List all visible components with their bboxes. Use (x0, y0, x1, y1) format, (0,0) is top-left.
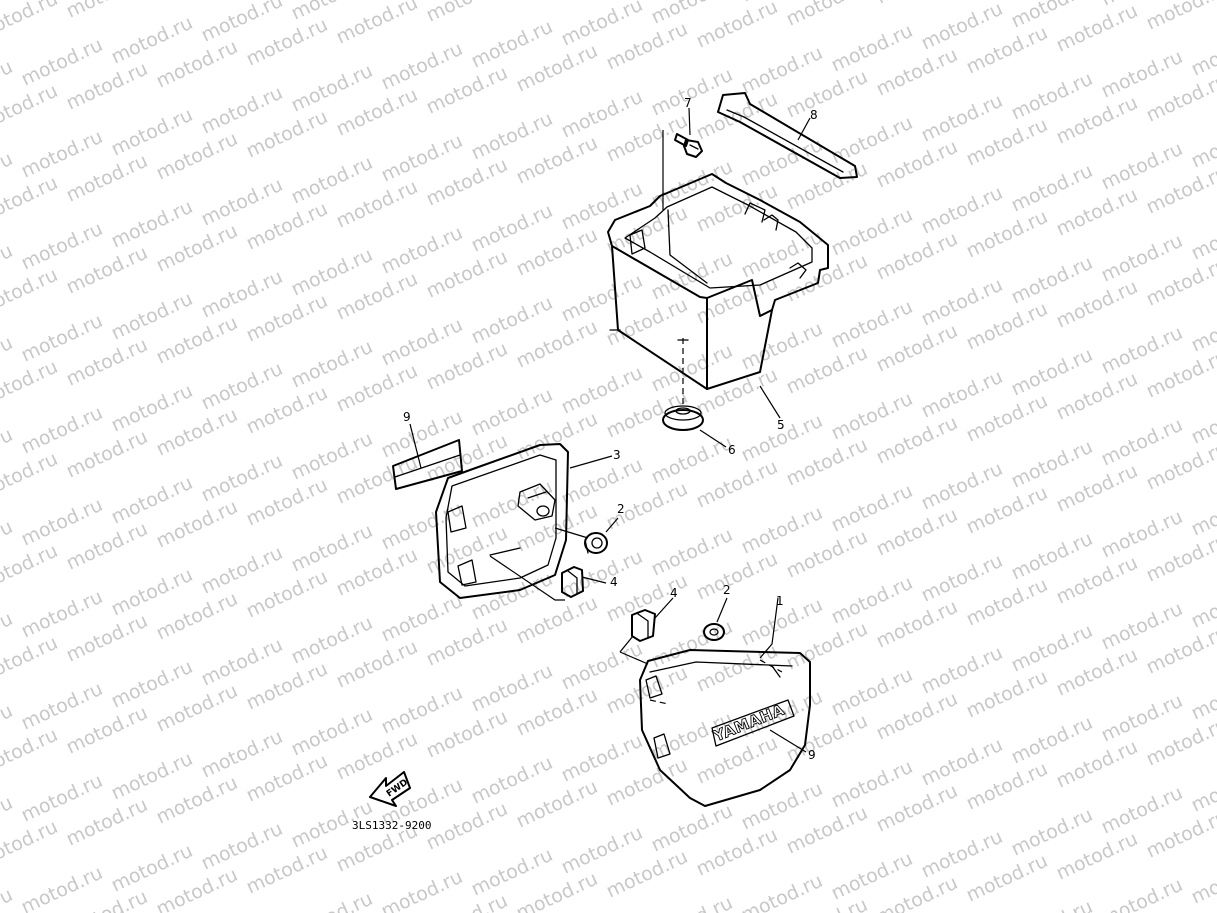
watermark-text: motod.ru (1098, 874, 1186, 913)
callout-lines (409, 107, 811, 753)
watermark-text: motod.ru (783, 0, 871, 31)
callout-2-upper: 2 (617, 502, 625, 516)
watermark-text: motod.ru (288, 888, 376, 913)
watermark-text: motod.ru (0, 0, 61, 45)
callout-2-lower: 2 (723, 583, 731, 597)
watermark-text: motod.ru (1188, 300, 1217, 357)
watermark-text: motod.ru (513, 0, 601, 5)
watermark-text: motod.ru (1188, 24, 1217, 81)
callout-4-upper: 4 (610, 575, 618, 589)
grommet-upper (584, 532, 608, 554)
callout-5: 5 (777, 418, 785, 432)
watermark-text: motod.ru (1188, 392, 1217, 449)
watermark-text: motod.ru (1143, 0, 1217, 35)
watermark-text: motod.ru (1188, 576, 1217, 633)
watermark-text: motod.ru (1008, 896, 1096, 913)
watermark-text: motod.ru (1188, 852, 1217, 909)
watermark-text: motod.ru (1188, 208, 1217, 265)
watermark-text: motod.ru (1188, 116, 1217, 173)
clip-lower (631, 609, 656, 642)
watermark-text: motod.ru (63, 0, 151, 23)
callout-8: 8 (810, 108, 818, 122)
watermark-text: motod.ru (333, 0, 421, 49)
callout-3: 3 (613, 448, 621, 462)
emblem-strip (392, 439, 463, 490)
watermark-text: motod.ru (648, 892, 736, 913)
watermark-text: motod.ru (0, 884, 16, 913)
grommet-lower (703, 623, 725, 641)
clip-upper (561, 566, 584, 598)
side-cover-left (435, 443, 569, 599)
callout-4-lower: 4 (670, 586, 678, 600)
callout-9-upper: 9 (403, 410, 411, 424)
watermark-text: motod.ru (1188, 668, 1217, 725)
watermark-text: motod.ru (693, 0, 781, 53)
watermark-text: motod.ru (1188, 760, 1217, 817)
callout-9-lower: 9 (808, 748, 816, 762)
callout-6: 6 (728, 443, 736, 457)
callout-7: 7 (684, 96, 692, 110)
damper (662, 405, 704, 431)
bolt (674, 133, 703, 158)
callout-numbers: 7 8 5 6 9 3 2 4 4 2 1 9 (403, 96, 818, 762)
watermark-text: motod.ru (1188, 484, 1217, 541)
watermark-text: motod.ru (378, 866, 466, 913)
callout-1: 1 (776, 594, 784, 608)
watermark-text: motod.ru (153, 0, 241, 1)
watermark-text: motod.ru (423, 0, 511, 27)
watermark-text: motod.ru (738, 870, 826, 913)
diagram-code: 3LS1332-9200 (352, 819, 431, 832)
battery-box (607, 173, 829, 405)
watermark-text: motod.ru (873, 0, 961, 9)
battery-band (717, 92, 858, 179)
watermark-text: motod.ru (18, 862, 106, 913)
